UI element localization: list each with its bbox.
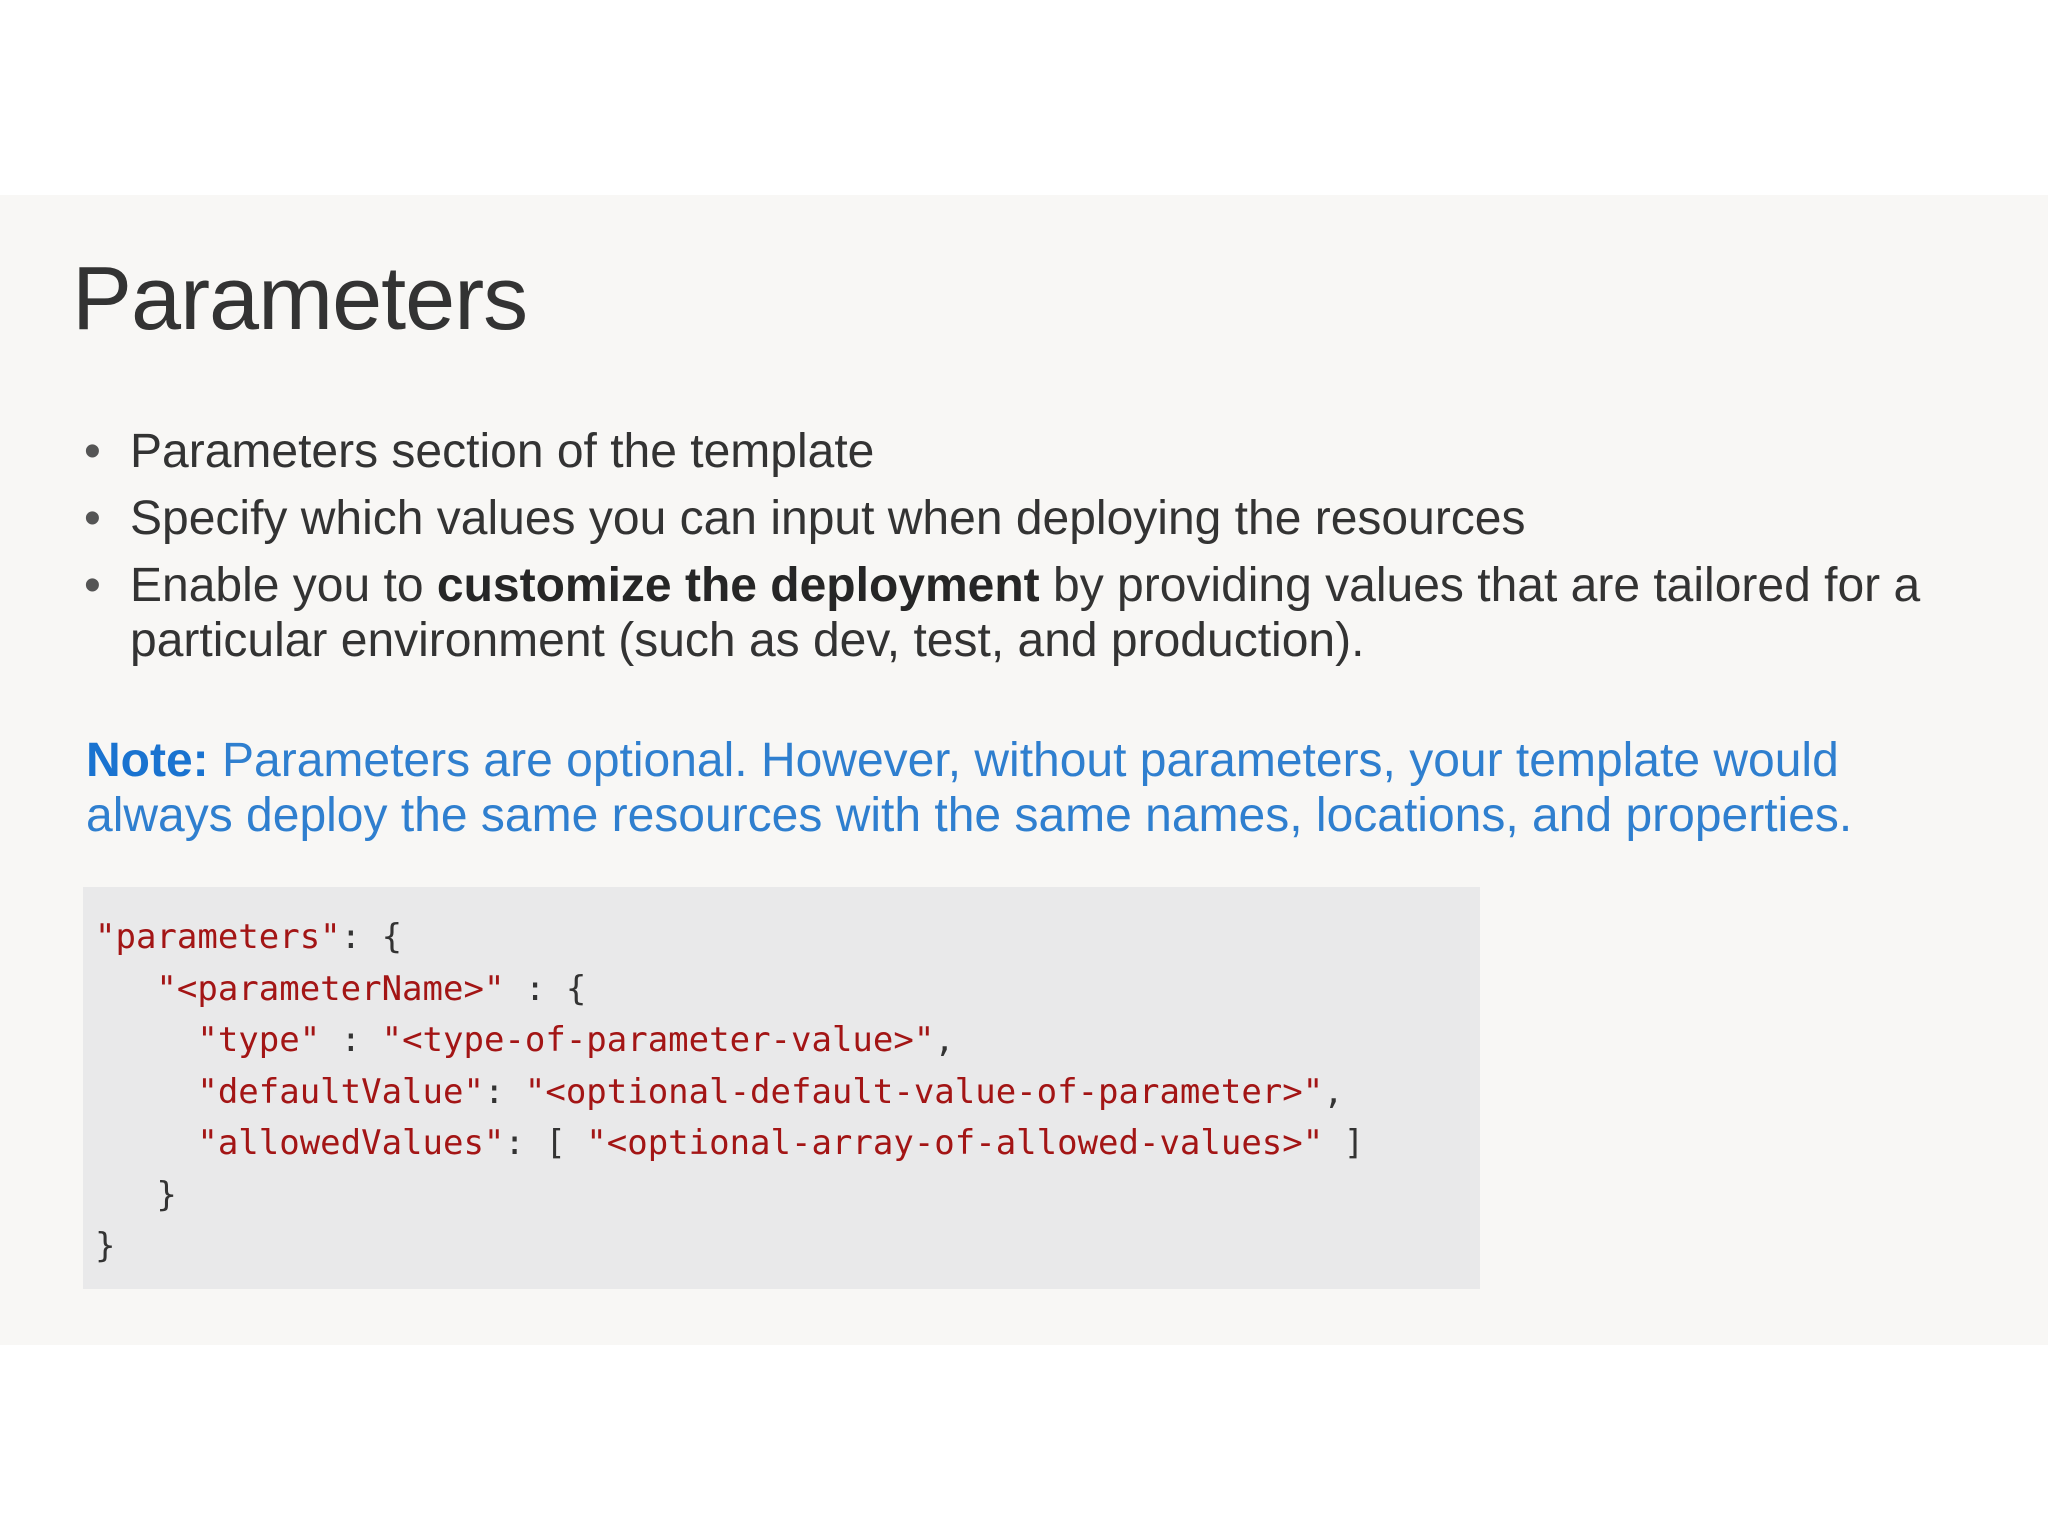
code-punctuation: : [ <box>504 1123 587 1163</box>
bullet-list: • Parameters section of the template • S… <box>84 424 1984 680</box>
code-punctuation: : { <box>340 917 403 957</box>
code-block-background <box>83 887 1480 1289</box>
code-punctuation: : <box>483 1071 525 1112</box>
bullet-dot-icon: • <box>84 559 101 612</box>
code-value: "<optional-array-of-allowed-values>" <box>586 1123 1324 1163</box>
code-key: "defaultValue" <box>197 1071 484 1112</box>
code-key: "<parameterName>" <box>156 968 505 1009</box>
code-punctuation: , <box>1323 1071 1344 1112</box>
bullet-item: • Parameters section of the template <box>84 424 1984 479</box>
note-paragraph: Note: Parameters are optional. However, … <box>86 733 1986 843</box>
bullet-dot-icon: • <box>84 425 101 478</box>
code-punctuation: } <box>156 1174 177 1215</box>
code-value: "<optional-default-value-of-parameter>" <box>524 1071 1324 1112</box>
code-value: "<type-of-parameter-value>" <box>381 1020 935 1060</box>
code-punctuation: : { <box>504 968 587 1009</box>
note-text: Parameters are optional. However, withou… <box>86 734 1853 842</box>
code-key: "parameters" <box>95 917 341 957</box>
code-punctuation: : <box>320 1020 382 1060</box>
code-key: "type" <box>197 1020 321 1060</box>
bullet-item: • Enable you to customize the deployment… <box>84 558 1984 668</box>
bullet-text: Specify which values you can input when … <box>130 492 1526 545</box>
bullet-text-bold: customize the deployment <box>436 559 1040 612</box>
bullet-text-before: Enable you to <box>130 559 437 612</box>
bullet-dot-icon: • <box>84 492 101 545</box>
code-block: "parameters": { "<parameterName>" : { "t… <box>95 912 1364 1273</box>
slide-title: Parameters <box>72 249 528 349</box>
code-punctuation: } <box>95 1226 116 1266</box>
note-label: Note: <box>86 734 209 787</box>
code-key: "allowedValues" <box>197 1123 505 1163</box>
bullet-text-after: by providing values that are tailored fo… <box>130 559 1921 667</box>
bullet-item: • Specify which values you can input whe… <box>84 491 1984 546</box>
code-punctuation: , <box>934 1020 955 1060</box>
bullet-text: Parameters section of the template <box>130 425 875 478</box>
code-punctuation: ] <box>1323 1123 1365 1163</box>
